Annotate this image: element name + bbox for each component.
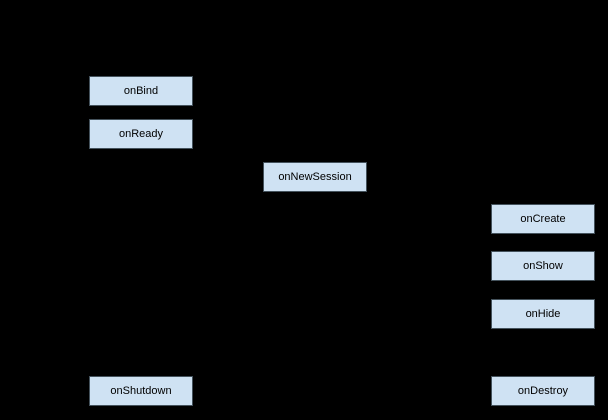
node-onready: onReady xyxy=(89,119,193,149)
node-ondestroy: onDestroy xyxy=(491,376,595,406)
node-onbind: onBind xyxy=(89,76,193,106)
node-onshutdown: onShutdown xyxy=(89,376,193,406)
node-oncreate: onCreate xyxy=(491,204,595,234)
node-onshow: onShow xyxy=(491,251,595,281)
node-onnewsession: onNewSession xyxy=(263,162,367,192)
node-onhide: onHide xyxy=(491,299,595,329)
